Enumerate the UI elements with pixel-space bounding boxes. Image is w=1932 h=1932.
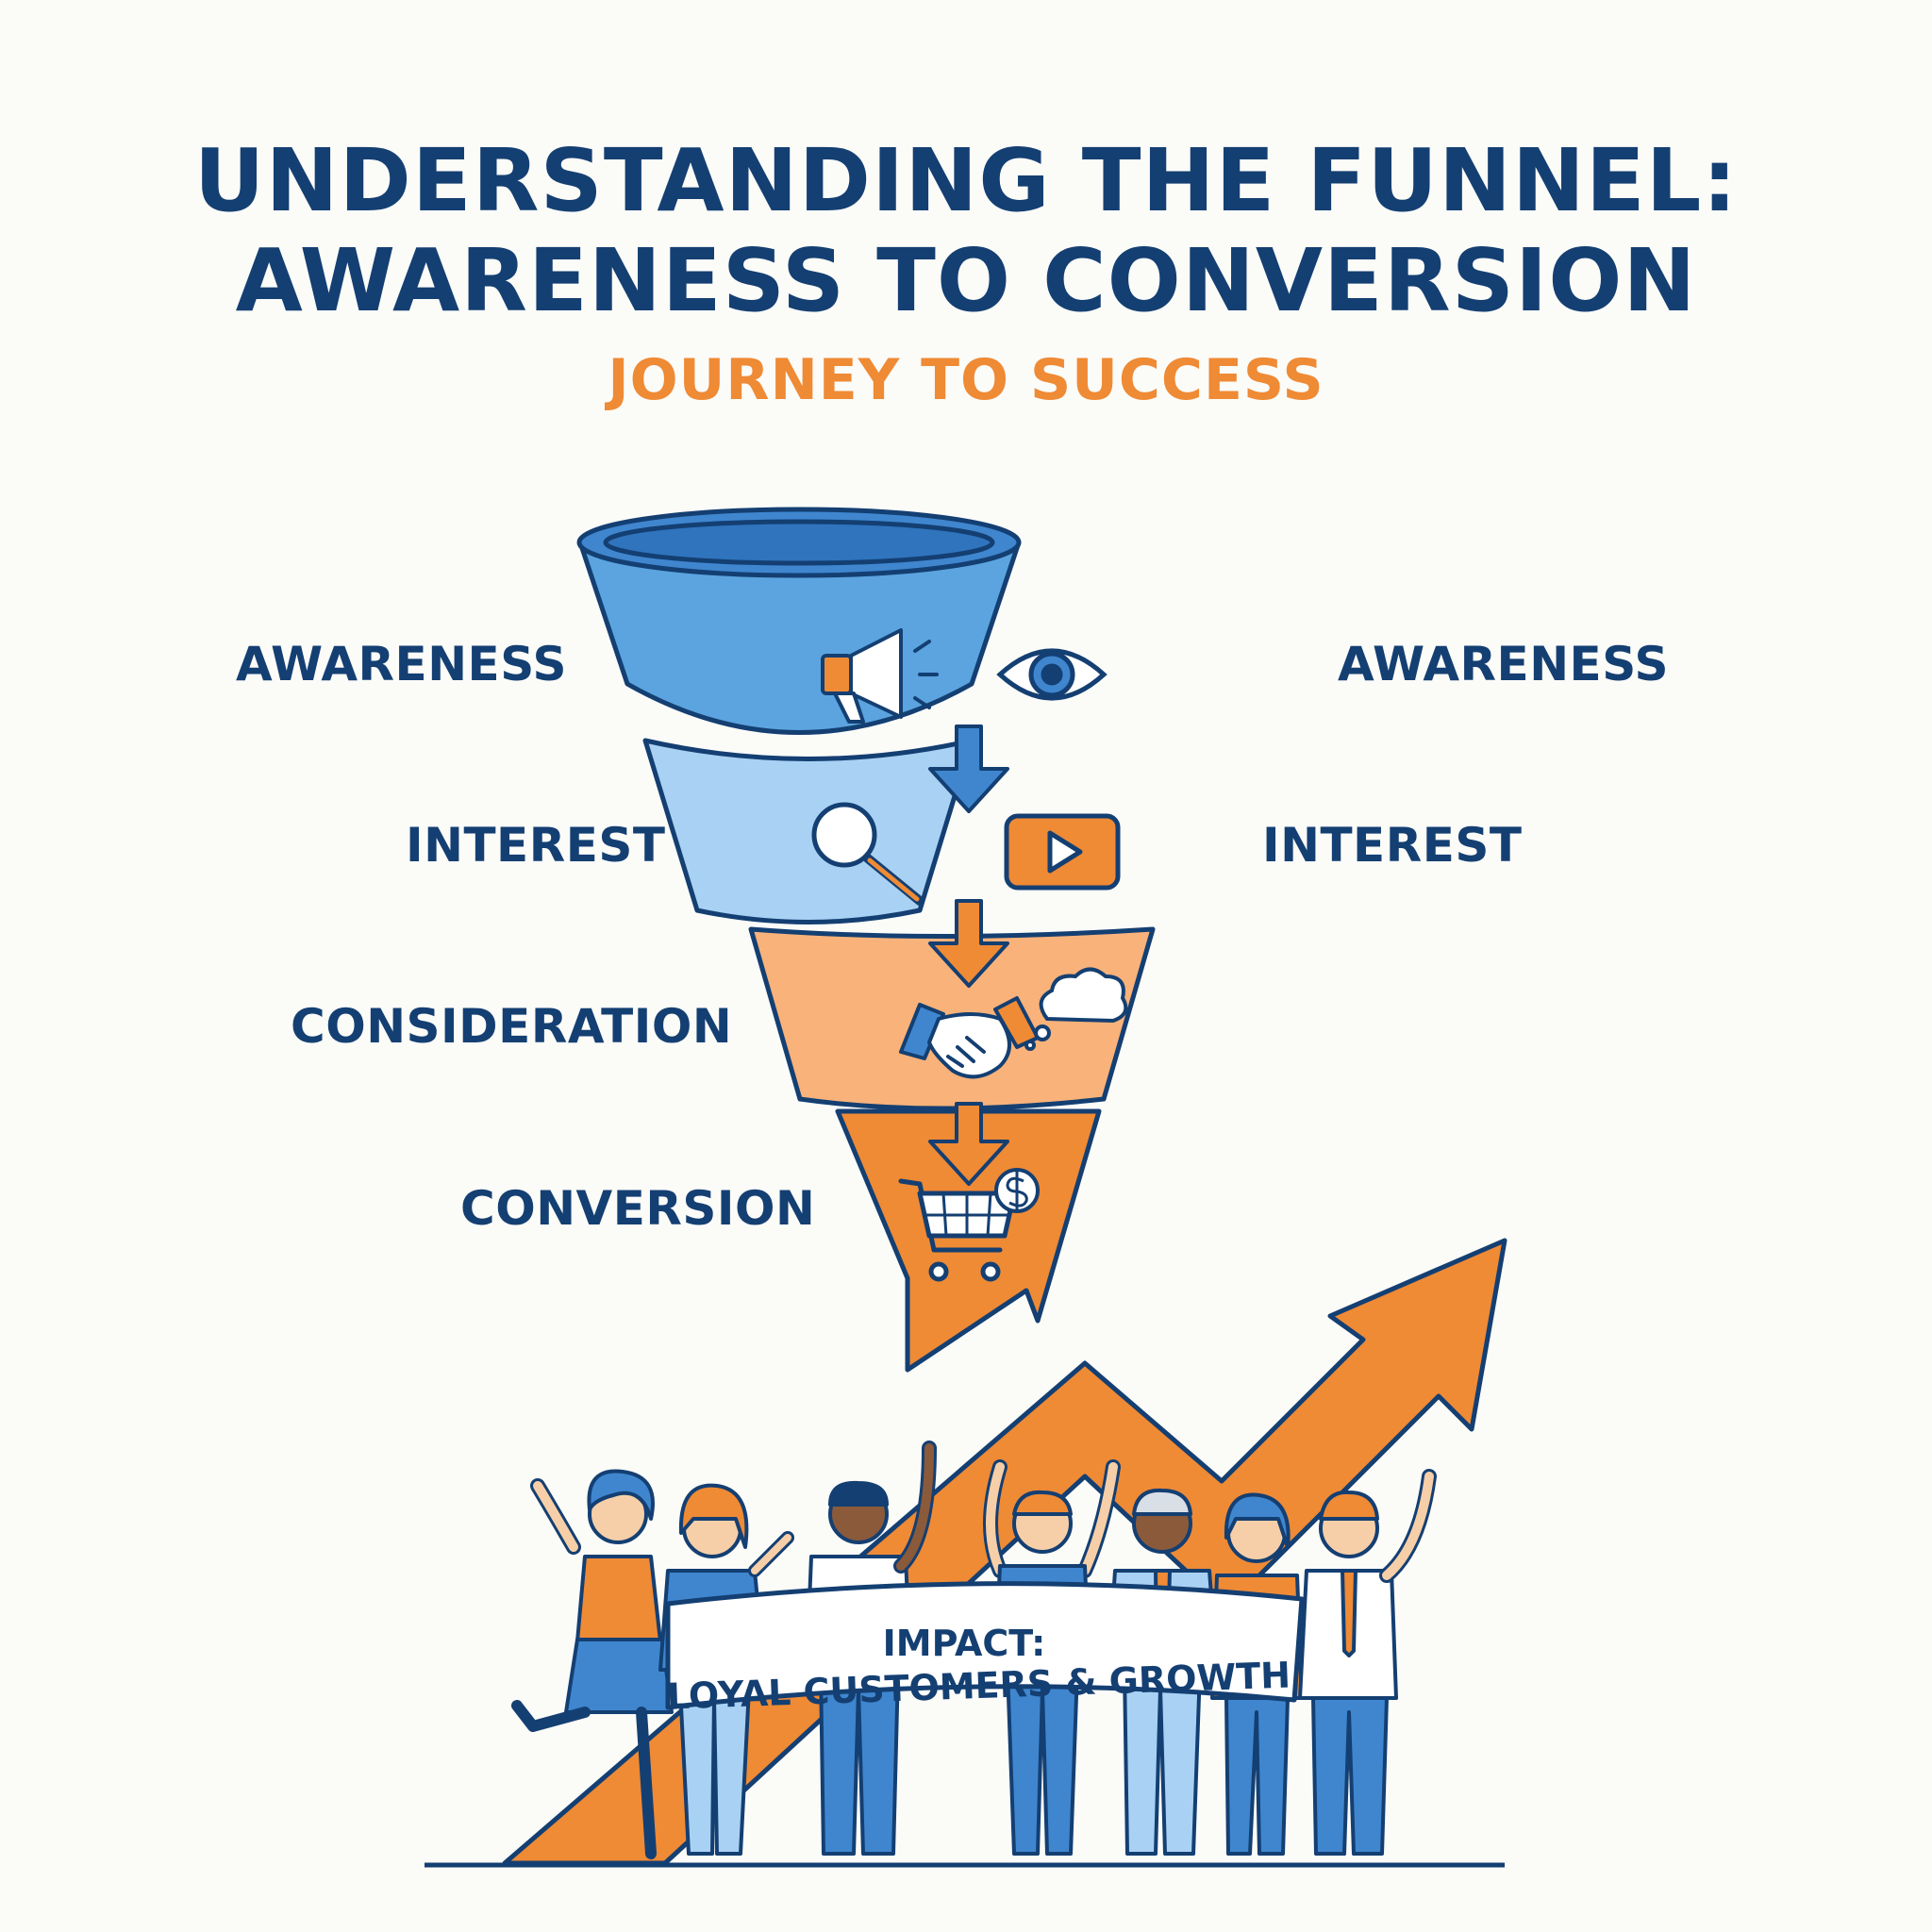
megaphone-icon <box>821 628 939 724</box>
shopping-cart-icon <box>898 1178 1017 1282</box>
dollar-coin-icon <box>994 1168 1040 1213</box>
flow-arrow-3 <box>928 1102 1009 1186</box>
play-video-icon <box>1004 813 1121 891</box>
person-1 <box>511 1469 674 1859</box>
stage-label-awareness-right: AWARENESS <box>1338 637 1669 691</box>
flow-arrow-1 <box>928 724 1009 813</box>
flow-arrow-2 <box>928 899 1009 988</box>
magnifier-icon <box>811 802 924 906</box>
impact-banner: IMPACT: LOYAL CUSTOMERS & GROWTH <box>665 1581 1305 1718</box>
funnel-section-awareness <box>577 540 1022 735</box>
funnel-section-interest <box>642 738 974 924</box>
title-line-1: UNDERSTANDING THE FUNNEL: <box>193 130 1739 231</box>
stage-label-interest-right: INTEREST <box>1262 818 1523 873</box>
banner-line-1: IMPACT: <box>883 1623 1046 1664</box>
title-line-2: AWARENESS TO CONVERSION <box>235 230 1697 331</box>
person-7 <box>1298 1469 1437 1856</box>
subtitle: JOURNEY TO SUCCESS <box>608 347 1324 413</box>
growth-arrow <box>502 1238 1507 1866</box>
stage-label-interest-left: INTEREST <box>406 818 666 873</box>
stage-label-awareness-left: AWARENESS <box>236 637 567 691</box>
eye-icon <box>996 648 1108 701</box>
thought-cloud-icon <box>1024 967 1128 1051</box>
stage-label-consideration: CONSIDERATION <box>291 999 733 1054</box>
stage-label-conversion: CONVERSION <box>460 1181 816 1236</box>
handshake-icon <box>899 996 1040 1079</box>
